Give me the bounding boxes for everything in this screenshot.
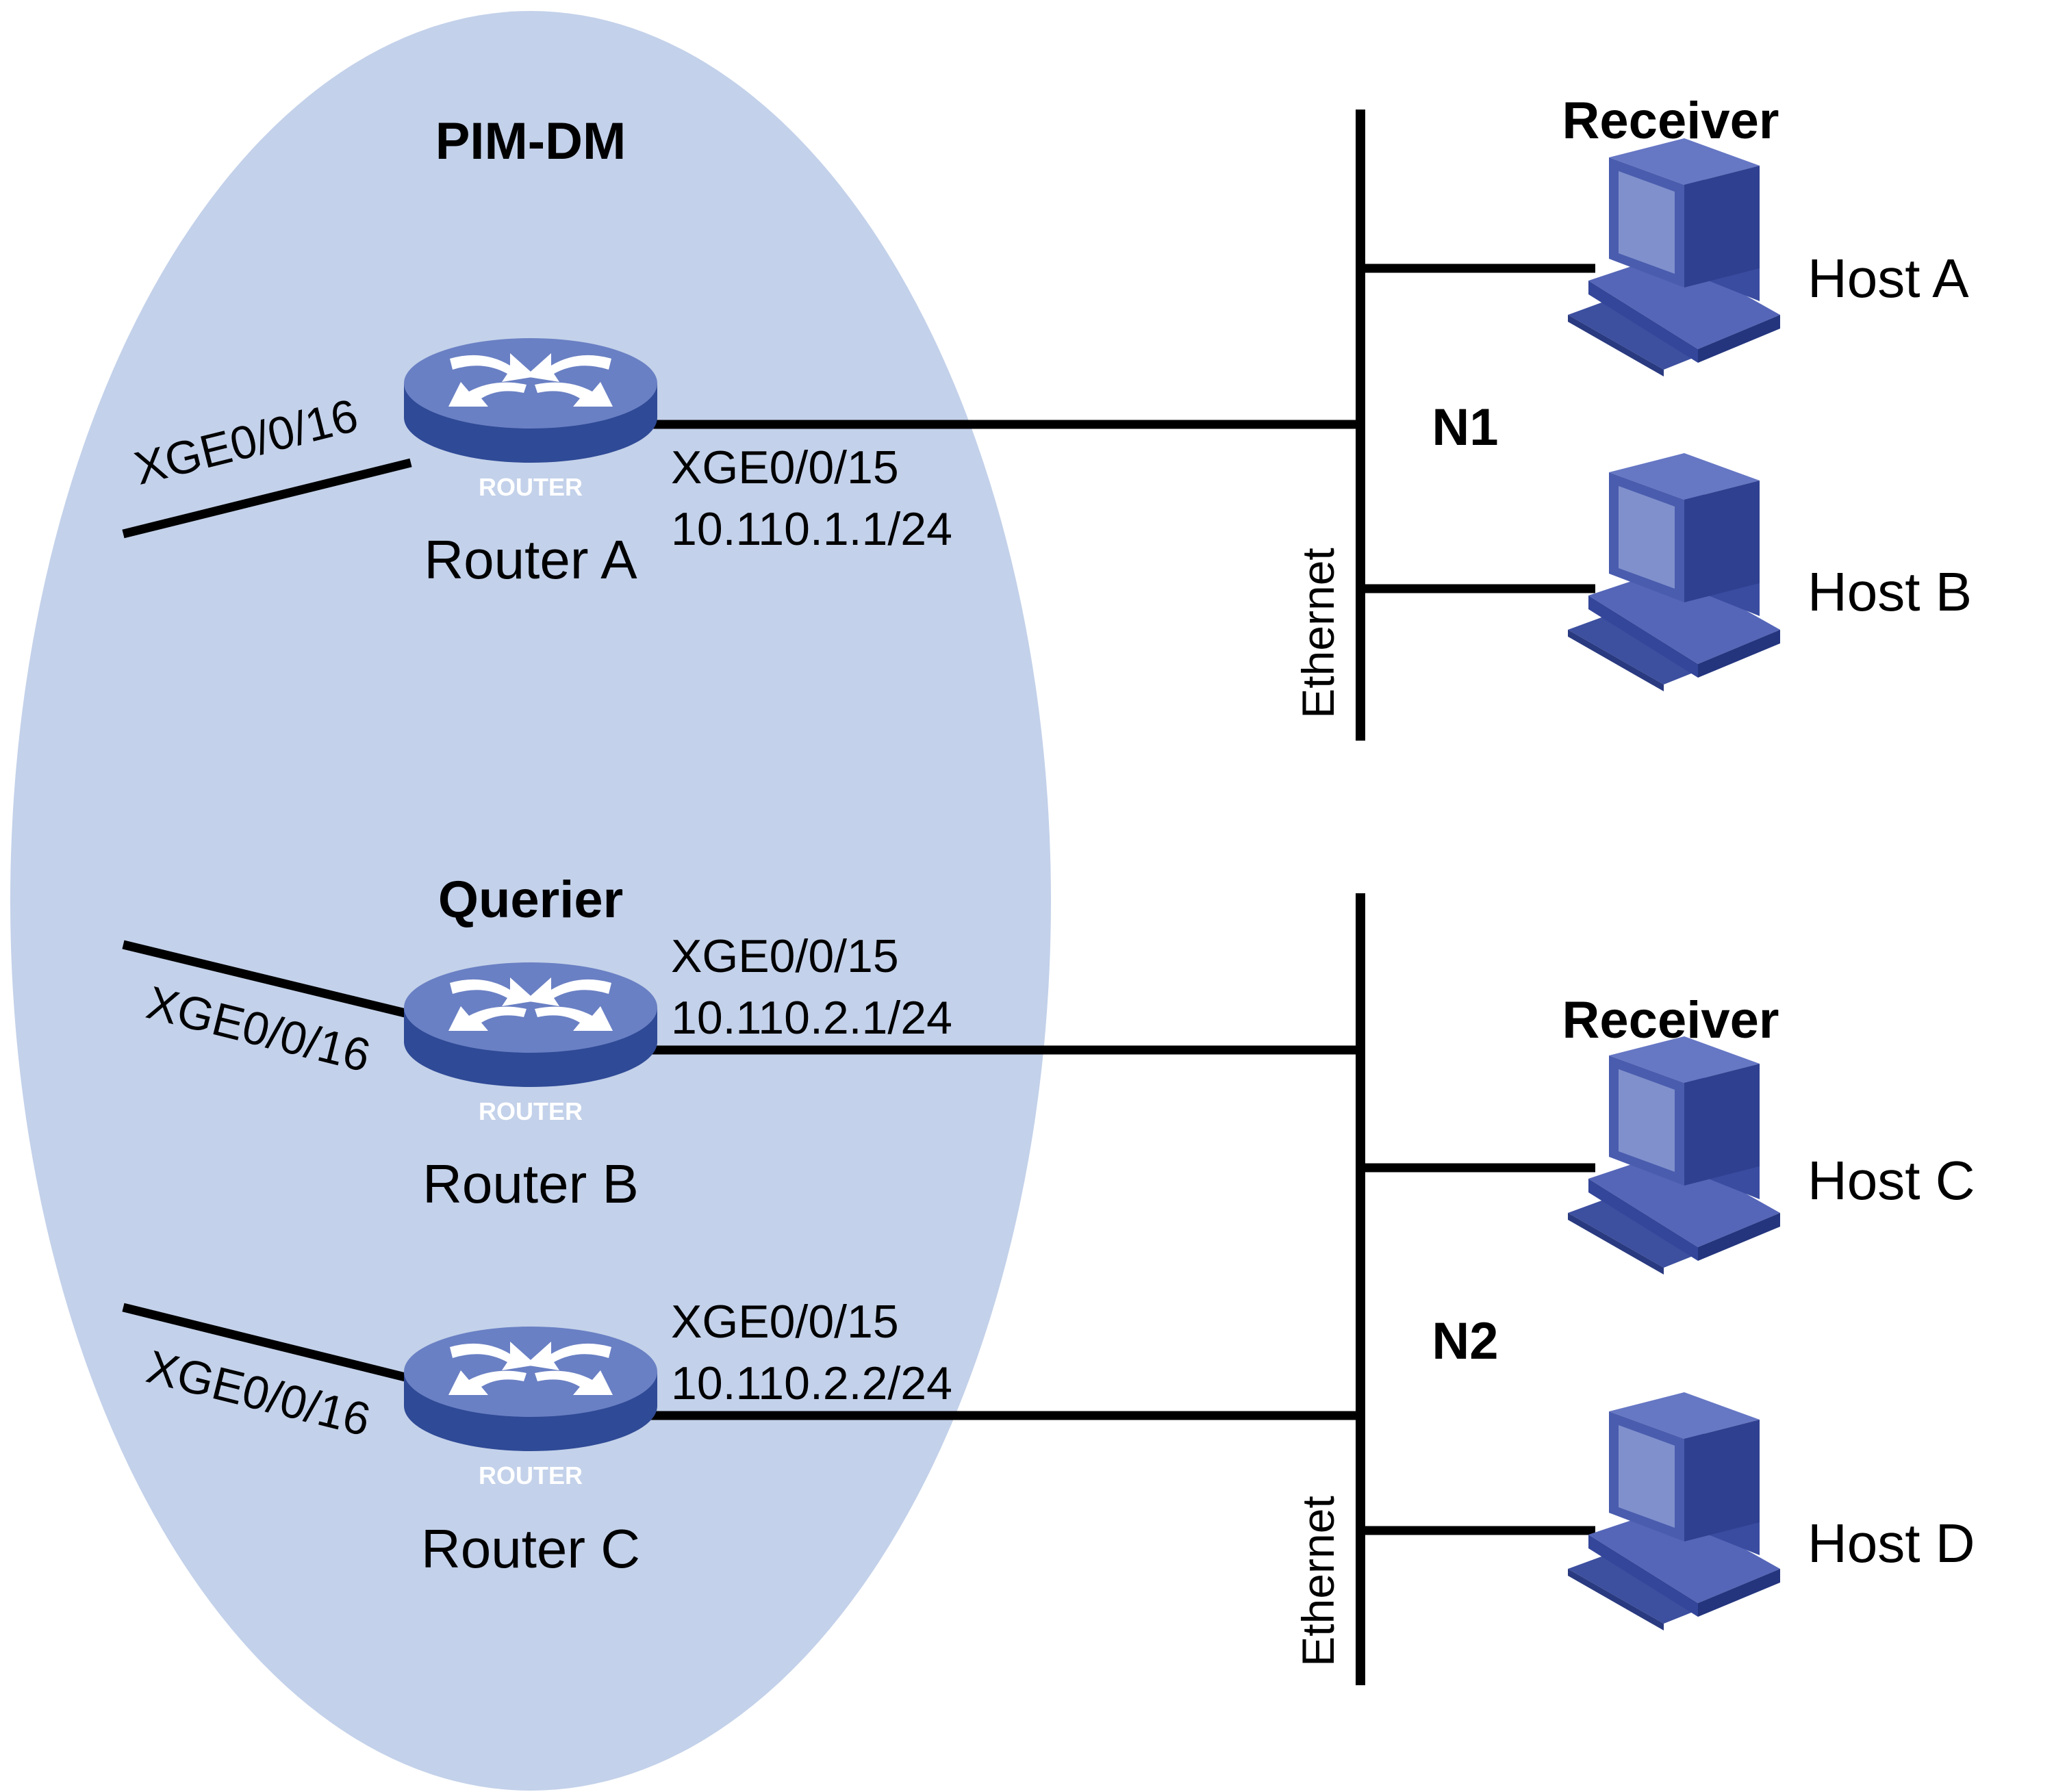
host-a-label: Host A (1808, 248, 1969, 309)
n2-medium-label: Ethernet (1293, 1496, 1343, 1667)
router-b-role: Querier (438, 871, 623, 929)
router-c-ip: 10.110.2.2/24 (671, 1357, 952, 1409)
router-c-label: Router C (421, 1518, 640, 1579)
host-d[interactable] (1568, 1392, 1780, 1630)
router-c-port: XGE0/0/15 (671, 1296, 899, 1348)
n1-receiver-label: Receiver (1562, 92, 1779, 150)
n2-receiver-label: Receiver (1562, 991, 1779, 1049)
router-icon (403, 962, 658, 1088)
router-c[interactable]: ROUTER (403, 1326, 658, 1489)
router-a-ip: 10.110.1.1/24 (671, 503, 952, 555)
router-a[interactable]: ROUTER (403, 337, 658, 501)
router-a-label: Router A (424, 529, 637, 590)
router-b-badge: ROUTER (479, 1097, 583, 1125)
computer-icon (1568, 453, 1780, 691)
router-b-port: XGE0/0/15 (671, 930, 899, 982)
host-b-label: Host B (1808, 561, 1972, 622)
n1-label: N1 (1432, 398, 1498, 457)
n1-medium-label: Ethernet (1293, 548, 1343, 719)
router-b-label: Router B (422, 1153, 639, 1214)
host-d-label: Host D (1808, 1513, 1975, 1574)
router-a-badge: ROUTER (479, 473, 583, 501)
computer-icon (1568, 1392, 1780, 1630)
router-a-port: XGE0/0/15 (671, 441, 899, 494)
host-a[interactable] (1568, 138, 1780, 376)
computer-icon (1568, 138, 1780, 376)
router-b-uplink (122, 940, 412, 1019)
host-c[interactable] (1568, 1036, 1780, 1275)
router-b[interactable]: ROUTER (403, 962, 658, 1125)
host-b[interactable] (1568, 453, 1780, 691)
router-icon (403, 337, 658, 463)
n2-label: N2 (1432, 1312, 1498, 1370)
router-icon (403, 1326, 658, 1452)
computer-icon (1568, 1036, 1780, 1275)
host-c-label: Host C (1808, 1150, 1975, 1211)
router-b-ip: 10.110.2.1/24 (671, 992, 952, 1044)
domain-title: PIM-DM (435, 112, 626, 170)
router-c-badge: ROUTER (479, 1461, 583, 1489)
router-a-uplink (122, 458, 412, 539)
router-c-uplink (122, 1303, 412, 1383)
